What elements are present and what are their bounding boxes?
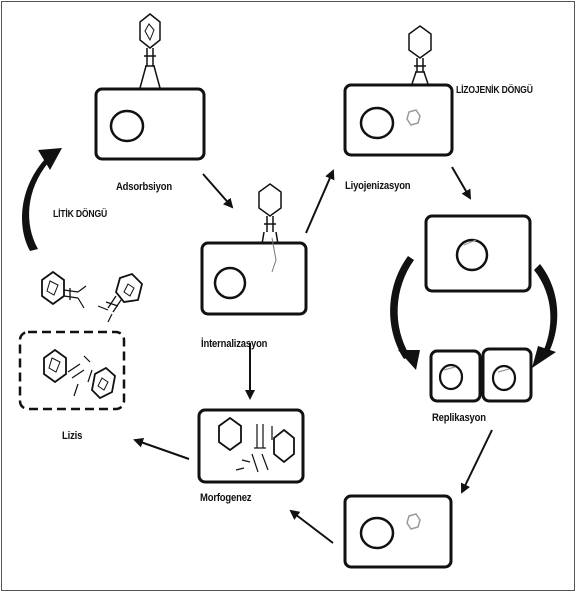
arrow-morphogenesis-to-lysis xyxy=(133,437,190,460)
label-lysis: Lizis xyxy=(62,430,83,442)
arrow-adsorption-to-internalization xyxy=(202,173,234,209)
morphogenesis-cell xyxy=(197,408,305,484)
replication-right-curved-arrow xyxy=(534,264,558,358)
prophage-cell xyxy=(343,494,453,569)
lytic-cycle-curved-arrow xyxy=(22,158,48,251)
released-phages-icon xyxy=(41,270,143,323)
arrow-replication-to-prophage-cell xyxy=(460,429,493,494)
replication-left-curved-arrow xyxy=(390,256,414,359)
label-adsorption: Adsorbsiyon xyxy=(116,181,172,193)
replication-cells xyxy=(429,347,533,403)
arrow-internalization-to-lysogenization xyxy=(305,169,335,234)
phage-attaching-icon xyxy=(139,13,161,89)
phage-internalizing-icon xyxy=(258,183,282,245)
label-lysogenic-cycle: LİZOJENİK DÖNGÜ xyxy=(456,85,533,96)
label-replication: Replikasyon xyxy=(432,412,486,424)
curved-cycle-arrows xyxy=(22,148,558,370)
arrow-lysogenization-to-lysogenic-cell xyxy=(451,166,472,200)
label-morphogenesis: Morfogenez xyxy=(200,492,252,504)
internalization-cell xyxy=(200,237,308,316)
adsorption-cell xyxy=(94,87,206,161)
lysogenic-cell xyxy=(424,214,532,293)
phage-injecting-icon xyxy=(408,25,432,85)
lysis-burst xyxy=(18,330,126,411)
cycle-arrows xyxy=(133,166,493,544)
arrow-prophage-to-morphogenesis xyxy=(289,509,334,544)
label-internalization: İnternalizasyon xyxy=(201,338,268,350)
label-lysogenization: Liyojenizasyon xyxy=(345,180,411,192)
lysogenization-cell xyxy=(343,83,454,157)
label-lytic-cycle: LİTİK DÖNGÜ xyxy=(53,209,108,220)
